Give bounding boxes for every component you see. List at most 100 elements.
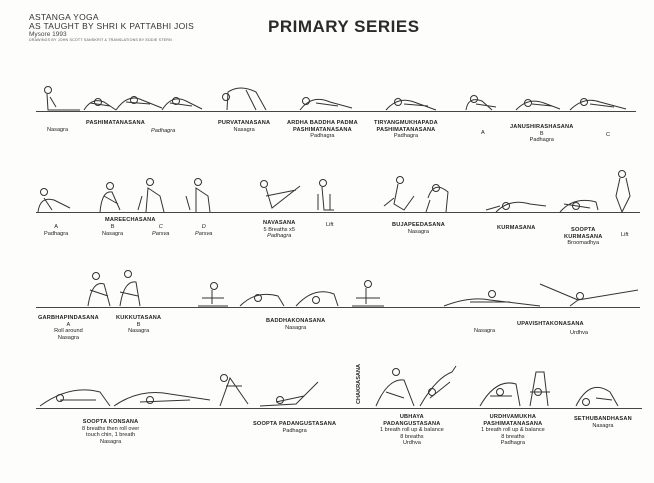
- label-detail: Nasagra: [102, 230, 124, 237]
- label-upavi-nasagra: Nasagra: [474, 328, 496, 334]
- label-detail: 1 breath roll up & balance: [481, 427, 545, 434]
- label-kukkutasana: KUKKUTASANA B Nasagra: [116, 315, 161, 335]
- label-garbhapindasana: GARBHAPINDASANA A Roll around Nasagra: [38, 315, 99, 341]
- label-ubhaya-padangustasana: UBHAYA PADANGUSTASANA 1 breath roll up &…: [380, 414, 444, 447]
- label-title: UBHAYA: [399, 414, 424, 420]
- label-lift-1: Lift: [326, 222, 334, 228]
- label-detail-3: Nasagra: [100, 438, 122, 445]
- pose-baddhakona-figure-3: [295, 291, 339, 307]
- label-kurmasana: KURMASANA: [497, 225, 536, 231]
- label-letter: A: [66, 321, 71, 328]
- label-mareech-a: A Padhagra: [44, 224, 68, 237]
- pose-bhujapeedasana-figure-2: [425, 184, 449, 213]
- label-mareechasana: MAREECHASANA: [105, 217, 156, 223]
- row2-ground-line: [36, 212, 640, 213]
- label-title: GARBHAPINDASANA: [38, 315, 99, 321]
- label-detail: Parsva: [152, 230, 170, 237]
- label-detail-2: 8 breaths: [400, 433, 424, 440]
- header-credits: DRAWINGS BY JOHN SCOTT SANSKRIT & TRANSL…: [29, 38, 172, 42]
- pose-dandasana-figure: [44, 86, 80, 111]
- pose-soopta-padangustasana-figure-2: [259, 381, 319, 407]
- label-lift-2: Lift: [621, 232, 629, 238]
- label-upavishtakonasana: UPAVISHTAKONASANA: [517, 321, 584, 327]
- label-title-2: PADANGUSTASANA: [383, 420, 441, 427]
- label-urdhvamukha: URDHVAMUKHA PASHIMATANASANA 1 breath rol…: [481, 414, 545, 447]
- label-title: SOOPTA: [571, 227, 596, 233]
- pose-kurmasana-figure: [485, 201, 547, 213]
- row1-ground-line: [36, 111, 636, 112]
- pose-lift-figure-2: [615, 170, 631, 214]
- pose-tiryang-figure: [385, 98, 437, 111]
- pose-garbhapindasana-figure: [87, 272, 111, 307]
- pose-pashimatanasana-figure-3: [161, 97, 203, 111]
- label-tiryang: TIRYANGMUKHAPADA PASHIMATANASANA Padhagr…: [374, 120, 438, 140]
- label-letter: D: [201, 224, 206, 230]
- label-detail: Padhagra: [393, 133, 419, 140]
- label-title: KUKKUTASANA: [116, 315, 162, 321]
- label-sethubandhasan: SETHUBANDHASAN Nasagra: [574, 416, 632, 429]
- label-title: TIRYANGMUKHAPADA: [374, 120, 438, 126]
- pose-janu-c-figure: [569, 98, 627, 111]
- label-soopta-kurmasana: SOOPTA KURMASANA Broomadhya: [564, 227, 602, 247]
- label-detail: Nasagra: [285, 324, 307, 331]
- label-letter: B: [110, 224, 115, 230]
- label-title: SOOPTA PADANGUSTASANA: [253, 421, 337, 427]
- pose-soopta-konsana-figure-1: [39, 389, 111, 407]
- pose-soopta-kurmasana-figure: [559, 199, 599, 213]
- label-soopta-konsana: SOOPTA KONSANA 8 breaths then roll over …: [82, 419, 139, 445]
- label-title: URDHVAMUKHA: [489, 414, 537, 420]
- pose-ubhaya-figure-1: [375, 368, 415, 407]
- pose-baddhakona-figure-2: [239, 293, 285, 307]
- label-detail-3: Padhagra: [500, 440, 525, 447]
- label-title: PURVATANASANA: [218, 120, 271, 126]
- label-detail: Nasagra: [128, 328, 150, 335]
- label-c: C: [606, 132, 611, 138]
- pose-purvatanasana-figure: [222, 87, 267, 111]
- label-detail-2: Padhagra: [267, 233, 292, 240]
- pose-soopta-konsana-figure-2: [113, 392, 211, 407]
- label-detail: Parsva: [195, 230, 213, 237]
- pose-mareech-b-figure: [99, 182, 121, 213]
- label-letter: A: [54, 224, 58, 230]
- label-title: ARDHA BADDHA PADMA: [287, 120, 358, 126]
- pose-navasana-figure: [260, 180, 301, 209]
- pose-ubhaya-figure-2: [419, 365, 457, 407]
- pose-kukkutasana-figure: [119, 270, 141, 307]
- pose-mareech-d-figure: [185, 178, 211, 213]
- label-detail: Nasagra: [407, 228, 430, 235]
- pose-sethubandhasan-figure: [575, 386, 619, 407]
- label-chakrasana-text: CHAKRASANA: [356, 363, 362, 405]
- label-mareech-b: B Nasagra: [102, 224, 123, 237]
- label-detail: Padhagra: [529, 137, 554, 144]
- label-detail: Padhagra: [44, 230, 69, 237]
- label-detail-2: 8 breaths: [501, 433, 525, 440]
- label-title-2: PASHIMATANASANA: [376, 126, 436, 133]
- label-upavi-urdhva: Urdhva: [570, 330, 589, 336]
- label-title-2: KURMASANA: [564, 233, 603, 240]
- label-title: BADDHAKONASANA: [266, 318, 326, 324]
- pose-bhujapeedasana-figure-1: [383, 176, 415, 211]
- label-detail: Nasagra: [233, 126, 255, 133]
- label-baddhakonasana: BADDHAKONASANA Nasagra: [266, 318, 325, 331]
- label-title-2: PASHIMATANASANA: [483, 420, 543, 427]
- label-title: BUJAPEEDASANA: [392, 222, 445, 228]
- label-mareech-d: D Parsva: [195, 224, 212, 237]
- pose-janu-a-figure: [465, 95, 497, 111]
- pose-ardha-baddha-figure: [299, 97, 353, 111]
- label-letter: B: [136, 321, 141, 328]
- label-navasana: NAVASANA 5 Breaths x5 Padhagra: [263, 220, 295, 240]
- row3-ground-line: [36, 307, 640, 308]
- header-line3: Mysore 1993: [29, 31, 67, 38]
- pose-pashimatanasana-figure-1: [83, 98, 117, 111]
- label-letter: C: [158, 224, 163, 230]
- pose-urdhvamukha-figure-1: [479, 382, 521, 407]
- pose-pashimatanasana-figure-2: [115, 96, 163, 111]
- label-title: SOOPTA KONSANA: [82, 419, 139, 425]
- row4-ground-line: [36, 408, 642, 409]
- label-detail: Roll around: [54, 328, 83, 335]
- label-detail: Nasagra: [592, 422, 614, 429]
- label-mareech-c: C Parsva: [152, 224, 169, 237]
- label-letter: B: [539, 130, 544, 137]
- label-a: A: [481, 130, 485, 136]
